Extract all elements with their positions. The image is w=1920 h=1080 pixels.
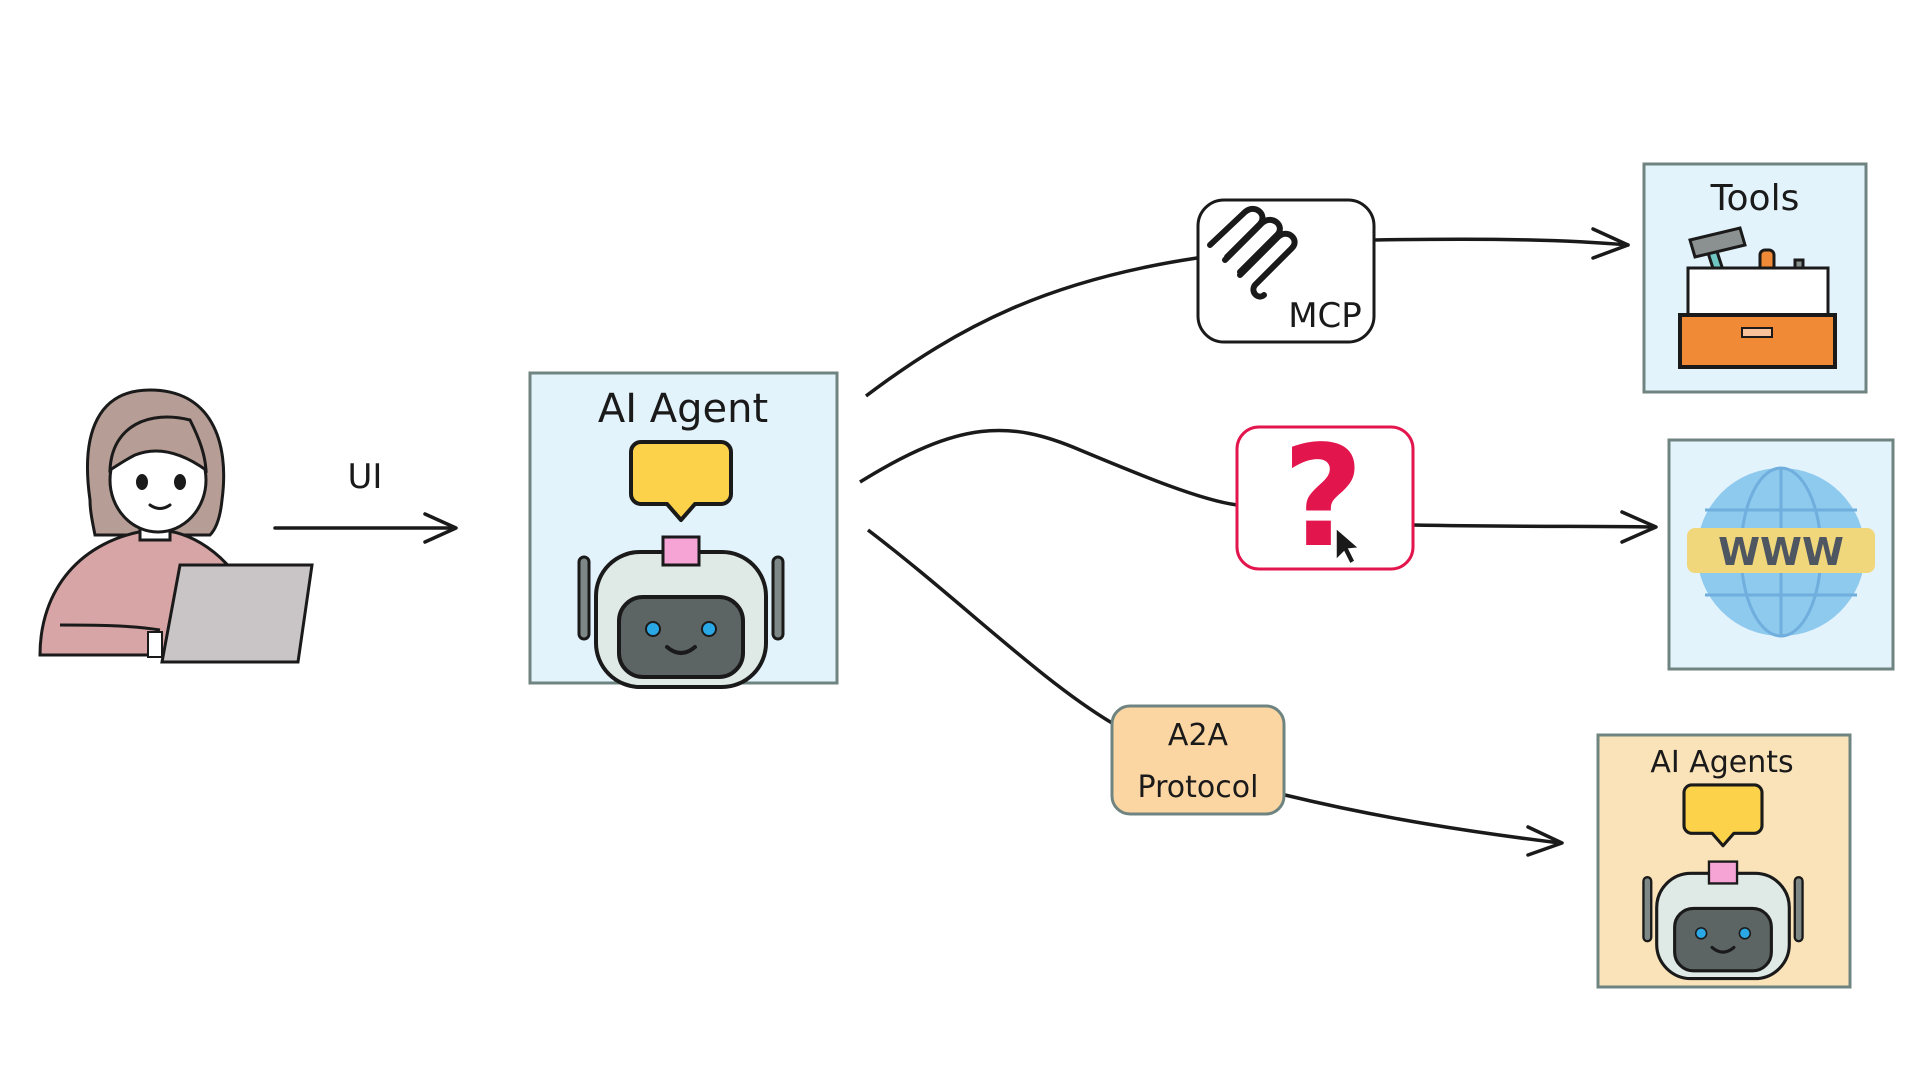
a2a-line1: A2A	[1168, 718, 1229, 753]
ai-agent-box: AI Agent	[528, 371, 839, 689]
ai-agent-title: AI Agent	[598, 386, 768, 432]
mcp-box: MCP	[1196, 198, 1376, 344]
tools-box: Tools	[1642, 162, 1868, 394]
a2a-to-agents-arrow	[1283, 793, 1564, 857]
tools-title: Tools	[1710, 178, 1800, 219]
user-to-agent-arrow	[273, 512, 458, 544]
toolbox-icon	[1678, 226, 1837, 369]
a2a-protocol-box: A2A Protocol	[1110, 704, 1286, 816]
mcp-logo-icon	[1207, 205, 1298, 300]
unknown-to-web-arrow	[1411, 510, 1658, 544]
a2a-line2: Protocol	[1138, 770, 1259, 805]
ai-agents-title: AI Agents	[1650, 745, 1793, 780]
web-box: WWW	[1667, 438, 1895, 671]
www-text: WWW	[1718, 530, 1844, 574]
ui-label: UI	[348, 457, 383, 497]
ai-agents-box: AI Agents	[1596, 733, 1852, 989]
mcp-to-tools-arrow	[1373, 227, 1630, 260]
mcp-label: MCP	[1288, 296, 1362, 336]
globe-www-icon: WWW	[1687, 466, 1875, 638]
woman-with-laptop-icon	[38, 388, 314, 664]
agent-to-a2a-curve	[866, 528, 1113, 725]
agent-to-mcp-curve	[864, 256, 1198, 398]
agent-to-unknown-curve	[859, 428, 1238, 507]
mouse-cursor-icon	[1335, 526, 1361, 566]
unknown-integration-box: ?	[1235, 416, 1415, 579]
